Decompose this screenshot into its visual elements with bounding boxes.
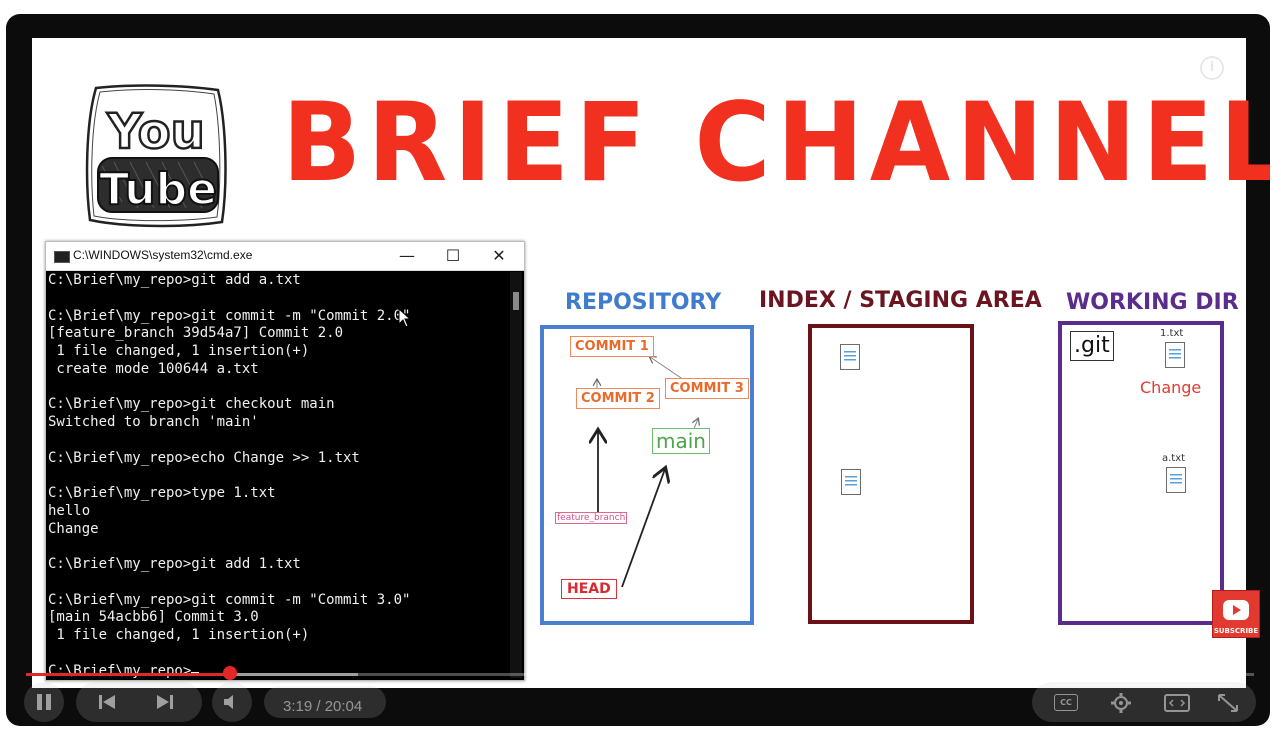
info-icon[interactable]: i (1200, 56, 1224, 80)
cmd-line: 1 file changed, 1 insertion(+) (48, 343, 310, 359)
commit-3-node: COMMIT 3 (665, 378, 749, 399)
working-dir-box (1058, 321, 1224, 625)
close-button[interactable]: ✕ (492, 246, 506, 265)
youtube-logo: You Tube (85, 84, 227, 228)
cmd-scrollbar[interactable] (510, 272, 522, 678)
cmd-line (48, 645, 508, 663)
previous-icon[interactable] (98, 694, 116, 710)
cmd-line: [feature_branch 39d54a7] Commit 2.0 (48, 325, 344, 342)
working-dir-title: WORKING DIR (1066, 290, 1239, 315)
mouse-pointer-icon (398, 308, 412, 328)
cmd-line: C:\Brief\my_repo>git commit -m "Commit 2… (48, 307, 411, 324)
video-player[interactable]: You Tube BRIEF CHANNEL C:\WINDOWS\system… (6, 14, 1270, 726)
head-pointer-label: HEAD (561, 579, 617, 599)
subscribe-watermark[interactable]: SUBSCRIBE (1212, 590, 1260, 638)
git-folder-label: .git (1070, 331, 1114, 361)
volume-icon (224, 695, 233, 709)
file-a-icon (1166, 467, 1186, 493)
staged-file-icon (840, 344, 860, 370)
cmd-titlebar[interactable]: C:\WINDOWS\system32\cmd.exe — ☐ ✕ (46, 242, 524, 271)
channel-title: BRIEF CHANNEL (282, 77, 1270, 207)
pause-icon (37, 694, 51, 710)
fullscreen-icon[interactable] (1218, 694, 1238, 712)
commit-1-node: COMMIT 1 (570, 336, 654, 357)
main-branch-label: main (652, 428, 710, 454)
progress-bar[interactable] (26, 673, 1254, 676)
staging-area-box (808, 324, 974, 624)
next-icon[interactable] (156, 694, 174, 710)
cmd-line (48, 290, 508, 308)
youtube-play-icon (1223, 600, 1249, 620)
cmd-line: C:\Brief\my_repo>echo Change >> 1.txt (48, 449, 360, 466)
cmd-line: hello (48, 502, 91, 519)
cmd-line: C:\Brief\my_repo>type 1.txt (48, 485, 276, 501)
repository-box (540, 325, 754, 625)
cmd-line: 1 file changed, 1 insertion(+) (48, 627, 310, 643)
cmd-line: C:\Brief\my_repo>git add 1.txt (48, 556, 301, 572)
cmd-output[interactable]: C:\Brief\my_repo>git add a.txt C:\Brief\… (48, 272, 508, 678)
logo-text-bottom: Tube (99, 164, 217, 215)
cmd-line: create mode 100644 a.txt (48, 360, 259, 377)
captions-icon[interactable]: CC (1054, 694, 1078, 711)
cmd-line (48, 432, 508, 450)
staged-file-icon (841, 469, 861, 495)
cmd-scrollbar-thumb[interactable] (513, 292, 519, 310)
play-pause-button[interactable] (24, 682, 64, 722)
repository-title: REPOSITORY (565, 290, 722, 315)
file-1-name: 1.txt (1160, 328, 1184, 339)
file-a-name: a.txt (1162, 453, 1186, 464)
cmd-window-title: C:\WINDOWS\system32\cmd.exe (73, 248, 253, 262)
cmd-line (48, 538, 508, 556)
cmd-line: [main 54acbb6] Commit 3.0 (48, 609, 259, 626)
time-display-pill (264, 686, 386, 718)
feature-branch-label: feature_branch (555, 512, 628, 524)
settings-gear-icon[interactable] (1110, 692, 1132, 714)
cmd-line: C:\Brief\my_repo>git commit -m "Commit 3… (48, 591, 411, 608)
cmd-app-icon (54, 251, 70, 263)
cmd-line: Change (48, 520, 99, 537)
maximize-button[interactable]: ☐ (445, 246, 461, 265)
subscribe-label: SUBSCRIBE (1213, 627, 1259, 635)
played-bar (26, 673, 230, 676)
change-annotation: Change (1140, 378, 1202, 397)
volume-button[interactable] (212, 682, 252, 722)
commit-2-node: COMMIT 2 (576, 388, 660, 409)
staging-area-title: INDEX / STAGING AREA (759, 288, 1042, 313)
cmd-line: C:\Brief\my_repo>git checkout main (48, 396, 335, 413)
cmd-line (48, 574, 508, 592)
minimize-button[interactable]: — (399, 246, 415, 265)
cmd-line: Switched to branch 'main' (48, 414, 259, 430)
right-controls: CC (1032, 682, 1256, 722)
logo-text-top: You (106, 104, 205, 160)
cmd-window[interactable]: C:\WINDOWS\system32\cmd.exe — ☐ ✕ C:\Bri… (45, 241, 525, 681)
time-display: 3:19 / 20:04 (283, 698, 363, 715)
video-frame[interactable]: You Tube BRIEF CHANNEL C:\WINDOWS\system… (32, 38, 1270, 688)
skip-controls (76, 682, 202, 722)
cmd-line (48, 467, 508, 485)
file-1-icon (1165, 342, 1185, 368)
progress-scrubber[interactable] (222, 666, 237, 680)
cmd-line (48, 379, 508, 397)
cmd-line: C:\Brief\my_repo>git add a.txt (48, 272, 301, 288)
theater-mode-icon[interactable] (1164, 694, 1190, 712)
